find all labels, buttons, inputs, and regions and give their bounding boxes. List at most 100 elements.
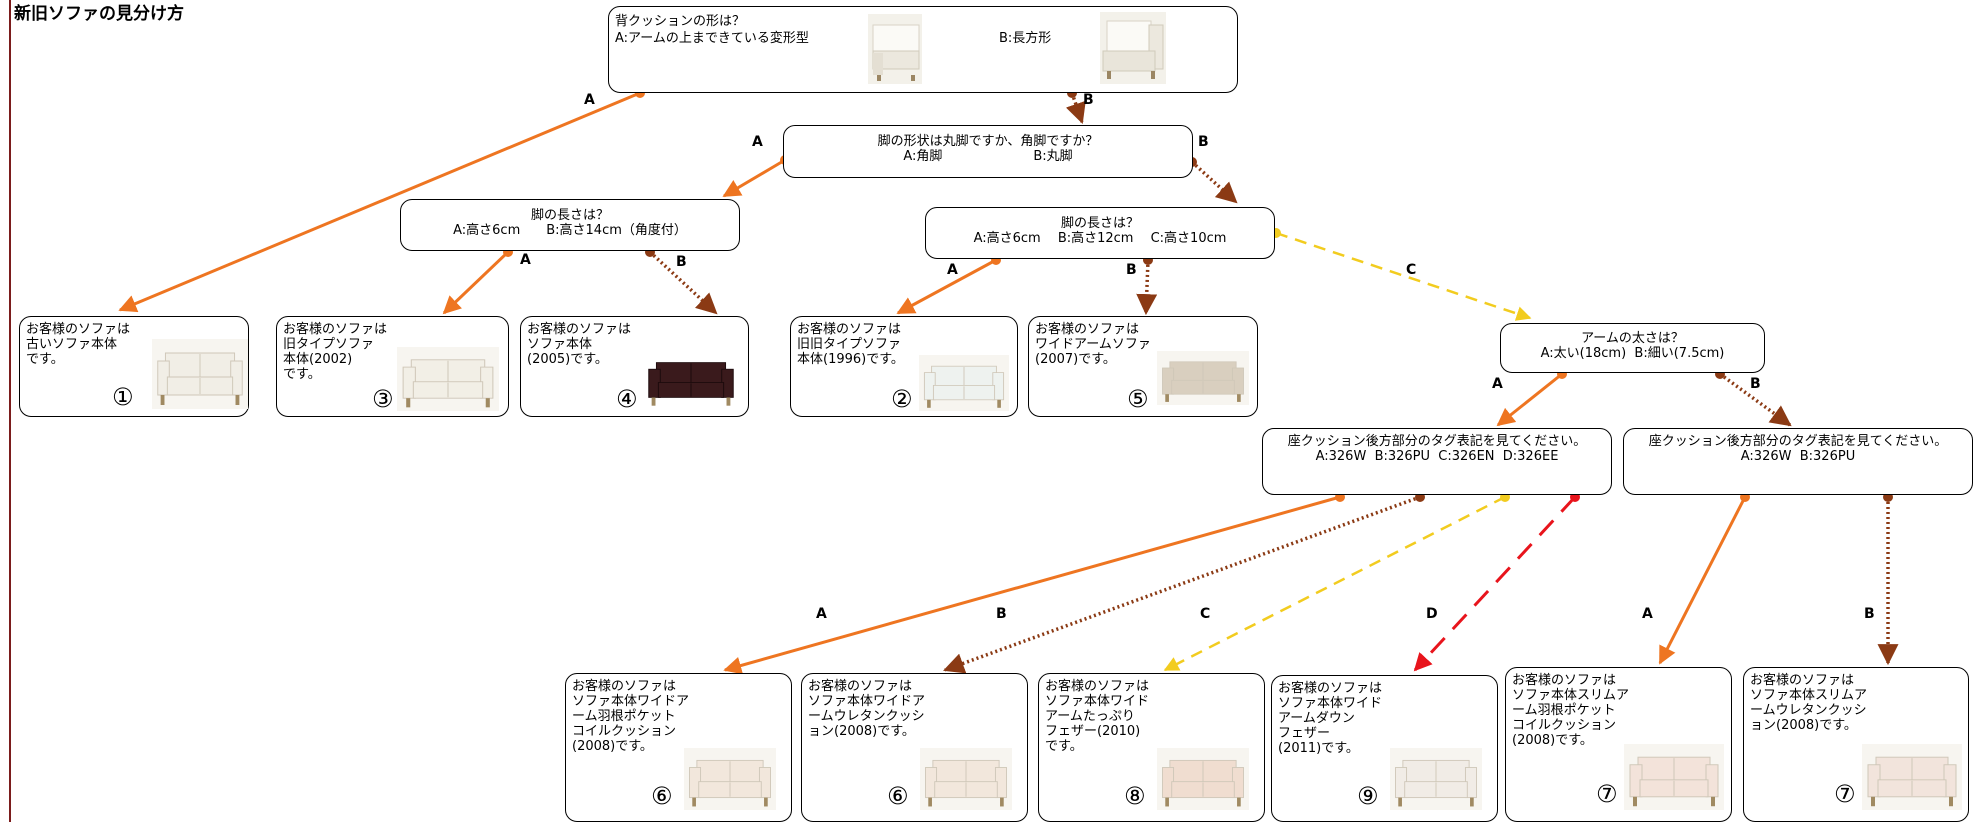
edge-label: A [1492, 376, 1503, 392]
question-tag-wide: 座クッション後方部分のタグ表記を見てください。 A:326W B:326PU C… [1262, 428, 1612, 495]
cushion-shape-a-photo [868, 14, 922, 84]
page-title: 新旧ソファの見分け方 [14, 4, 184, 24]
question-back-cushion: 背クッションの形は？ A:アームの上まできている変形型 B:長方形 [608, 6, 1238, 93]
question-options: A:角脚 B:丸脚 [903, 149, 1073, 164]
question-options: A:326W B:326PU C:326EN D:326EE [1315, 449, 1559, 464]
result-2: お客様のソファは 旧タイプソファ 本体(2002) です。 ③ [276, 316, 509, 417]
connector-arrow-9 [1275, 231, 1532, 321]
result-number: ② [891, 385, 913, 413]
connector-arrow-12 [723, 495, 1341, 675]
sofa-photo [1157, 748, 1249, 814]
question-tag-slim: 座クッション後方部分のタグ表記を見てください。 A:326W B:326PU [1623, 428, 1973, 495]
result-number: ③ [372, 385, 394, 413]
result-text: お客様のソファは ソファ本体ワイド アームダウン フェザー (2011)です。 [1278, 681, 1383, 756]
edge-label: C [1200, 606, 1211, 622]
result-text: お客様のソファは ワイドアームソファ (2007)です。 [1035, 322, 1151, 367]
question-title: 座クッション後方部分のタグ表記を見てください。 [1287, 434, 1587, 449]
sofa-photo [1157, 351, 1249, 409]
question-title: 座クッション後方部分のタグ表記を見てください。 [1648, 434, 1948, 449]
result-6: お客様のソファは ソファ本体ワイドア ーム羽根ポケット コイルクッション (20… [565, 673, 792, 822]
edge-label: B [1198, 134, 1209, 150]
result-3: お客様のソファは ソファ本体 (2005)です。 ④ [520, 316, 749, 417]
result-text: お客様のソファは 古いソファ本体 です。 [26, 322, 131, 367]
edge-label: A [816, 606, 827, 622]
result-8: お客様のソファは ソファ本体ワイド アームたっぷり フェザー(2010) です。… [1038, 673, 1265, 822]
connector-arrow-3 [722, 158, 786, 198]
sofa-photo [920, 748, 1012, 814]
edge-label: B [1750, 376, 1761, 392]
sofa-photo [1862, 744, 1962, 814]
result-11: お客様のソファは ソファ本体スリムア ームウレタンクッシ ョン(2008)です。… [1743, 667, 1969, 822]
result-text: お客様のソファは ソファ本体ワイド アームたっぷり フェザー(2010) です。 [1045, 679, 1150, 754]
result-text: お客様のソファは ソファ本体ワイドア ームウレタンクッシ ョン(2008)です。 [808, 679, 926, 739]
connector-arrow-4 [1190, 160, 1238, 204]
result-number: ④ [616, 385, 638, 413]
edge-label: C [1406, 262, 1417, 278]
sofa-photo [152, 339, 248, 413]
connector-arrow-10 [1496, 372, 1563, 427]
question-title: 背クッションの形は？ [615, 14, 746, 29]
question-title: アームの太さは？ [1581, 331, 1684, 346]
result-number: ⑥ [887, 782, 909, 810]
edge-label: B [1864, 606, 1875, 622]
connector-arrow-7 [896, 258, 997, 315]
result-9: お客様のソファは ソファ本体ワイド アームダウン フェザー (2011)です。 … [1271, 675, 1498, 822]
sofa-photo [919, 355, 1009, 415]
question-options: A:高さ6cm B:高さ12cm C:高さ10cm [973, 231, 1227, 246]
connector-arrow-16 [1658, 496, 1747, 665]
connector-arrow-1 [118, 91, 641, 313]
question-arm-width: アームの太さは？ A:太い(18cm) B:細い(7.5cm) [1500, 323, 1765, 373]
result-number: ⑥ [651, 782, 673, 810]
connector-arrow-2 [1065, 92, 1086, 124]
result-text: お客様のソファは 旧旧タイプソファ 本体(1996)です。 [797, 322, 904, 367]
sofa-photo [643, 351, 739, 413]
result-number: ⑦ [1596, 780, 1618, 808]
question-options: A:太い(18cm) B:細い(7.5cm) [1540, 346, 1725, 361]
question-options: A:326W B:326PU [1740, 449, 1856, 464]
option-b: B:長方形 [999, 31, 1052, 46]
edge-label: A [947, 262, 958, 278]
question-title: 脚の長さは？ [1060, 216, 1139, 231]
question-leg-length-1: 脚の長さは？ A:高さ6cm B:高さ14cm（角度付） [400, 199, 740, 251]
edge-label: A [584, 92, 595, 108]
result-text: お客様のソファは ソファ本体 (2005)です。 [527, 322, 632, 367]
edge-label: D [1426, 606, 1438, 622]
result-number: ① [112, 383, 134, 411]
result-text: お客様のソファは ソファ本体スリムア ーム羽根ポケット コイルクッション (20… [1512, 673, 1630, 748]
edge-label: B [996, 606, 1007, 622]
edge-label: A [1642, 606, 1653, 622]
edge-label: A [520, 252, 531, 268]
result-number: ⑦ [1834, 780, 1856, 808]
result-7: お客様のソファは ソファ本体ワイドア ームウレタンクッシ ョン(2008)です。… [801, 673, 1028, 822]
edge-label: B [1126, 262, 1137, 278]
connector-arrow-5 [442, 250, 510, 315]
connector-arrow-14 [1163, 495, 1506, 672]
sofa-photo [1390, 748, 1482, 814]
question-leg-shape: 脚の形状は丸脚ですか、角脚ですか？ A:角脚 B:丸脚 [783, 125, 1193, 178]
left-border [9, 0, 11, 822]
result-text: お客様のソファは ソファ本体スリムア ームウレタンクッシ ョン(2008)です。 [1750, 673, 1868, 733]
connector-arrow-15 [1413, 495, 1577, 672]
sofa-photo [1624, 744, 1724, 814]
sofa-photo [684, 748, 776, 814]
result-10: お客様のソファは ソファ本体スリムア ーム羽根ポケット コイルクッション (20… [1505, 667, 1732, 822]
option-a: A:アームの上まできている変形型 [615, 31, 809, 46]
result-number: ⑤ [1127, 385, 1149, 413]
result-1: お客様のソファは 古いソファ本体 です。 ① [19, 316, 249, 417]
edge-label: A [752, 134, 763, 150]
connector-arrow-13 [943, 495, 1421, 674]
edge-label: B [676, 254, 687, 270]
question-title: 脚の長さは？ [530, 208, 609, 223]
edge-label: B [1083, 92, 1094, 108]
result-5: お客様のソファは ワイドアームソファ (2007)です。 ⑤ [1028, 316, 1258, 417]
result-text: お客様のソファは ソファ本体ワイドア ーム羽根ポケット コイルクッション (20… [572, 679, 690, 754]
cushion-shape-b-photo [1100, 12, 1166, 84]
connector-arrow-8 [1136, 259, 1158, 316]
question-title: 脚の形状は丸脚ですか、角脚ですか？ [877, 134, 1099, 149]
result-number: ⑧ [1124, 782, 1146, 810]
result-4: お客様のソファは 旧旧タイプソファ 本体(1996)です。 ② [790, 316, 1018, 417]
question-options: A:高さ6cm B:高さ14cm（角度付） [453, 223, 687, 238]
sofa-photo [397, 347, 499, 415]
result-text: お客様のソファは 旧タイプソファ 本体(2002) です。 [283, 322, 388, 382]
